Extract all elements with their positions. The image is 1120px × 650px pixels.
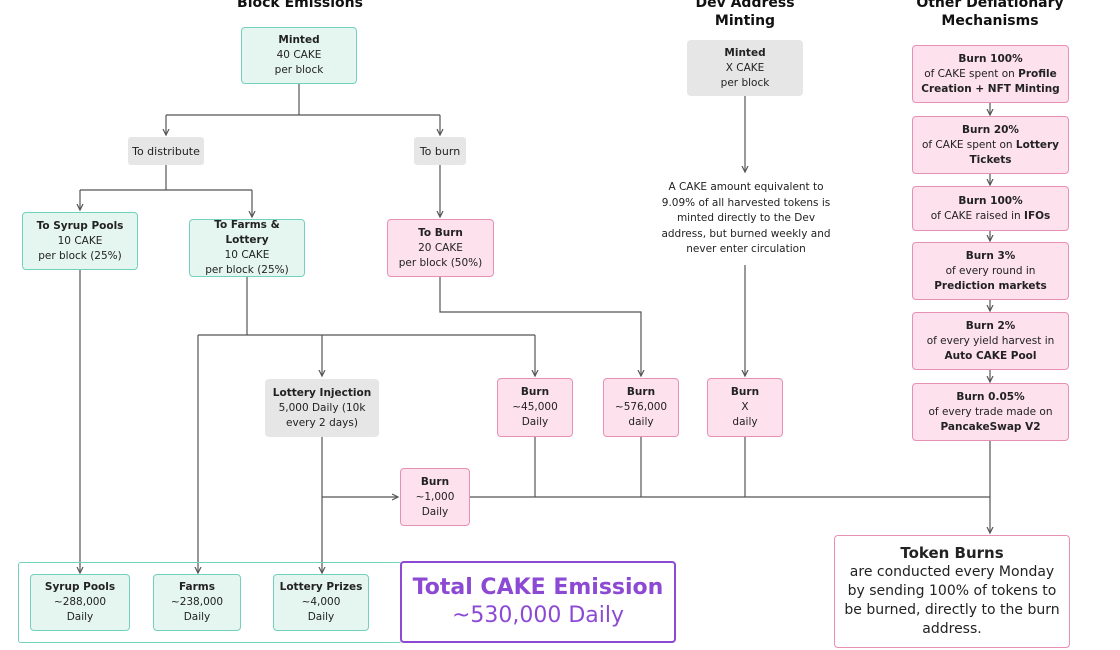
node-title: Minted [724,46,766,59]
node-line: Daily [183,611,211,623]
node-title: To Syrup Pools [36,219,124,232]
node-lottery-injection: Lottery Injection 5,000 Daily (10k every… [265,379,379,437]
node-title: Lottery Injection [272,386,372,399]
node-title: Syrup Pools [44,581,116,593]
header-other-line1: Other Deflationary [916,0,1064,11]
node-line: per block [274,64,324,76]
node-title: To Burn [418,226,463,239]
mechanism-lottery-tickets: Burn 20% of CAKE spent on Lottery Ticket… [912,116,1069,174]
mechanism-title: Burn 100% [958,194,1023,207]
mechanism-target: Prediction markets [934,279,1047,292]
mechanism-title: Burn 2% [965,319,1016,332]
header-block-emissions: Block Emissions [237,0,363,11]
header-other-line2: Mechanisms [941,13,1039,29]
node-line: daily [732,416,758,428]
node-to-burn: To Burn 20 CAKE per block (50%) [387,219,494,277]
output-farms: Farms ~238,000 Daily [153,574,241,631]
node-burn-576000: Burn ~576,000 daily [603,378,679,437]
mechanism-desc: of every trade made on [928,405,1053,418]
node-title: Lottery Prizes [279,581,363,593]
header-dev-line2: Minting [714,13,776,29]
node-burn-x: Burn X daily [707,378,783,437]
node-burn-45000: Burn ~45,000 Daily [497,378,573,437]
mechanism-prediction: Burn 3% of every round in Prediction mar… [912,242,1069,300]
node-line: 10 CAKE [224,249,270,261]
node-title: Burn [520,386,550,398]
node-line: Daily [307,611,335,623]
node-title: Minted [278,34,320,46]
node-line: per block (50%) [398,256,483,269]
node-title: Burn [626,386,656,398]
header-dev-line1: Dev Address [695,0,795,11]
mechanism-target: IFOs [1024,209,1051,222]
node-line: per block (25%) [38,249,122,262]
node-to-farms-lottery: To Farms & Lottery 10 CAKE per block (25… [189,219,305,277]
mechanism-title: Burn 20% [962,123,1019,136]
node-line: 10 CAKE [57,234,103,247]
node-line: ~576,000 [614,401,668,413]
label-to-burn: To burn [414,137,466,165]
node-title: Farms [178,581,215,593]
dev-minting-description: A CAKE amount equivalent to 9.09% of all… [661,181,831,255]
mechanism-desc: of CAKE spent on [921,138,1016,151]
node-line: ~1,000 [415,490,455,503]
mechanism-text: of CAKE spent on Profile Creation + NFT … [918,67,1063,97]
node-line: X [741,401,749,413]
node-line: Daily [66,611,94,623]
node-line: Daily [521,416,549,428]
mechanism-desc: of CAKE spent on [924,67,1019,80]
mechanism-desc: of CAKE raised in [930,209,1025,222]
mechanism-desc: of every round in [945,264,1036,277]
node-line: 20 CAKE [418,241,463,254]
node-title: Burn [730,386,760,398]
node-title: Burn [420,475,450,488]
mechanism-desc: of every yield harvest in [926,334,1055,347]
header-dev-address-minting: Dev Address Minting [665,0,825,30]
mechanism-target: PancakeSwap V2 [940,420,1041,433]
mechanism-target: Lottery Tickets [969,138,1060,166]
mechanism-ifos: Burn 100% of CAKE raised in IFOs [912,186,1069,231]
mechanism-text: of CAKE raised in IFOs [931,209,1051,224]
node-line: ~288,000 [53,596,107,608]
mechanism-target: Auto CAKE Pool [944,349,1037,362]
mechanism-profile-nft: Burn 100% of CAKE spent on Profile Creat… [912,45,1069,103]
node-to-syrup-pools: To Syrup Pools 10 CAKE per block (25%) [22,212,138,270]
node-line: 5,000 Daily (10k [278,401,366,414]
node-line: per block [720,76,770,89]
token-burns-text: are conducted every Monday by sending 10… [844,564,1060,637]
node-line: 40 CAKE [276,49,322,61]
mechanism-auto-cake-pool: Burn 2% of every yield harvest in Auto C… [912,312,1069,370]
node-minted-40-cake: Minted 40 CAKE per block [241,27,357,84]
node-line: per block (25%) [205,264,289,276]
mechanism-title: Burn 100% [958,52,1023,65]
total-cake-emission: Total CAKE Emission ~530,000 Daily [400,561,676,643]
token-burns-note: Token Burns are conducted every Monday b… [834,535,1070,648]
label-to-distribute: To distribute [128,137,204,165]
output-lottery-prizes: Lottery Prizes ~4,000 Daily [273,574,369,631]
output-syrup-pools: Syrup Pools ~288,000 Daily [30,574,130,631]
node-title: To Farms & Lottery [214,219,280,246]
mechanism-target: Profile Creation + NFT Minting [921,67,1060,95]
node-dev-minted: Minted X CAKE per block [687,40,803,96]
node-line: Daily [421,505,449,518]
node-line: daily [628,416,654,428]
node-line: every 2 days) [286,416,358,429]
node-line: ~4,000 [301,596,341,608]
mechanism-title: Burn 3% [965,249,1016,262]
node-line: X CAKE [725,61,765,74]
total-value: ~530,000 Daily [451,603,625,628]
node-burn-1000: Burn ~1,000 Daily [400,468,470,526]
node-line: ~45,000 [512,401,558,413]
mechanism-text: of CAKE spent on Lottery Tickets [918,138,1063,168]
mechanism-title: Burn 0.05% [956,390,1025,403]
mechanism-pancakeswap-v2: Burn 0.05% of every trade made on Pancak… [912,383,1069,441]
token-burns-title: Token Burns [900,544,1004,562]
node-line: ~238,000 [170,596,224,608]
total-title: Total CAKE Emission [412,575,664,600]
header-other-mechanisms: Other Deflationary Mechanisms [890,0,1090,30]
